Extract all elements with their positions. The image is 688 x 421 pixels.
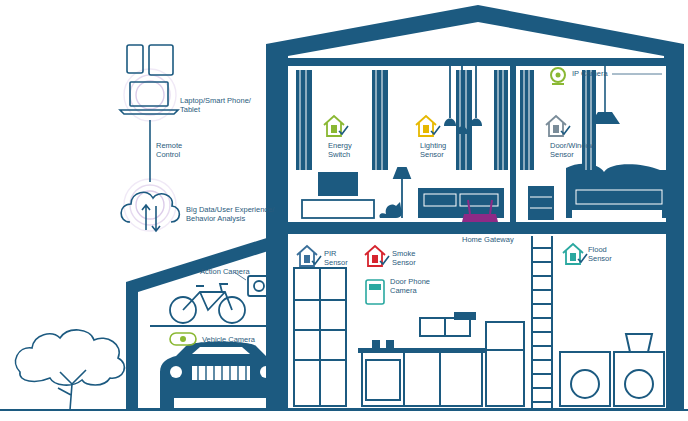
ladder-rung: [532, 247, 552, 249]
ladder-rung: [532, 387, 552, 389]
device-label: Action Camera: [200, 268, 250, 277]
sensor-mark: [304, 255, 310, 263]
ladder-rung: [532, 275, 552, 277]
device-label: Energy Switch: [328, 142, 358, 159]
ladder-rung: [532, 373, 552, 375]
device-label: Laptop/Smart Phone/ Tablet: [180, 97, 264, 114]
device-label: Door/Window Sensor: [550, 142, 600, 159]
signal-ripple: [124, 179, 176, 231]
ladder-rung: [532, 359, 552, 361]
device-label: IP Camera: [572, 70, 608, 79]
device-label: Vehicle Camera: [202, 336, 255, 345]
sensor-mark: [423, 125, 429, 133]
device-label: Door Phone Camera: [390, 278, 434, 295]
check-mark: [339, 126, 348, 134]
check-mark: [380, 256, 389, 264]
check-mark: [431, 126, 440, 134]
sensor-mark: [331, 125, 337, 133]
sensor-mark: [553, 125, 559, 133]
ladder-rung: [532, 345, 552, 347]
ladder-rung: [532, 303, 552, 305]
sensor-mark: [372, 255, 378, 263]
ladder-rung: [532, 331, 552, 333]
ladder-rung: [532, 401, 552, 403]
sensor-mark: [570, 253, 576, 261]
signal-ripple: [130, 185, 170, 225]
device-label: Big Data/User Experience/ Behavior Analy…: [186, 206, 286, 223]
device-label: PIR Sensor: [324, 250, 354, 267]
ladder-rung: [532, 317, 552, 319]
check-mark: [578, 254, 587, 262]
device-label: Remote Control: [156, 142, 192, 159]
check-mark: [312, 256, 321, 264]
signal-ripple: [130, 75, 170, 115]
device-label: Smoke Sensor: [392, 250, 422, 267]
device-label: Home Gateway: [462, 236, 514, 245]
device-label: Lighting Sensor: [420, 142, 452, 159]
ladder-rung: [532, 261, 552, 263]
signal-ripple: [136, 81, 164, 109]
check-mark: [561, 126, 570, 134]
device-label: Flood Sensor: [588, 246, 618, 263]
ladder-rung: [532, 289, 552, 291]
